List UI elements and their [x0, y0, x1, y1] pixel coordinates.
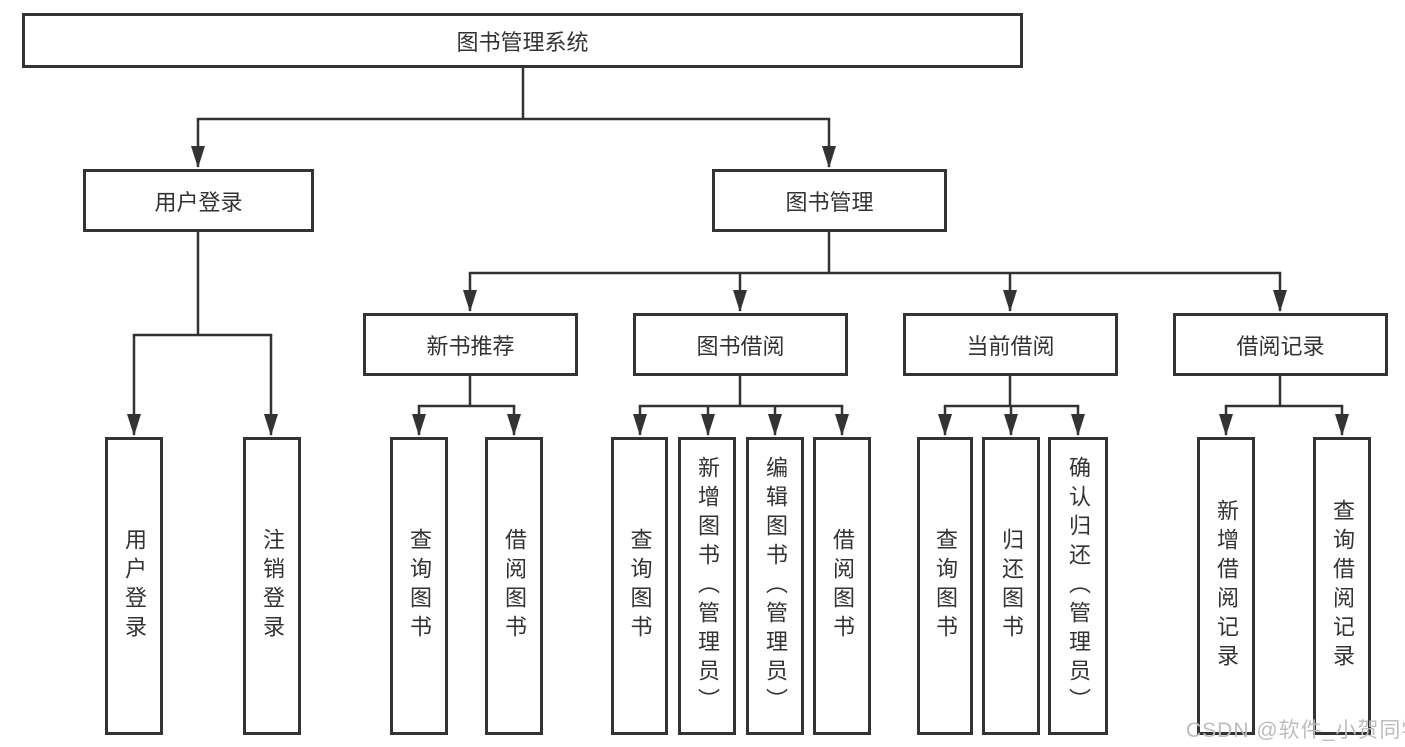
node-new-book-recommend: 新书推荐: [363, 313, 578, 376]
leaf-records-query-record-label: 查询借阅记录: [1330, 499, 1355, 673]
leaf-records-add-record-label: 新增借阅记录: [1214, 499, 1239, 673]
connector-root-to-level2: [191, 68, 836, 168]
leaf-user-login: 用户登录: [105, 437, 163, 735]
leaf-newbook-borrow-books: 借阅图书: [485, 437, 543, 735]
leaf-borrow-edit-books-admin-label: 编辑图书（管理员）: [763, 455, 788, 717]
node-book-management-label: 图书管理: [785, 189, 874, 215]
leaf-borrow-query-books: 查询图书: [611, 437, 668, 735]
leaf-records-add-record: 新增借阅记录: [1197, 437, 1255, 735]
node-borrow-records-label: 借阅记录: [1236, 333, 1325, 359]
node-user-login-label: 用户登录: [154, 189, 243, 215]
connector-userlogin-to-leaves: [127, 232, 278, 436]
node-user-login: 用户登录: [83, 169, 314, 232]
connector-newbook-to-leaves: [412, 376, 521, 436]
node-current-borrow-label: 当前借阅: [966, 333, 1055, 359]
leaf-borrow-borrow-books: 借阅图书: [813, 437, 871, 735]
leaf-borrow-edit-books-admin: 编辑图书（管理员）: [746, 437, 804, 735]
connector-bookmgmt-to-level3: [463, 232, 1287, 312]
node-root-system: 图书管理系统: [22, 13, 1023, 68]
node-book-borrow: 图书借阅: [633, 313, 848, 376]
connector-borrow-to-leaves: [633, 376, 849, 436]
node-book-management: 图书管理: [712, 169, 947, 232]
node-new-book-recommend-label: 新书推荐: [426, 333, 515, 359]
node-current-borrow: 当前借阅: [903, 313, 1118, 376]
leaf-current-confirm-return-admin-label: 确认归还（管理员）: [1066, 455, 1091, 717]
leaf-current-return-books-label: 归还图书: [999, 528, 1024, 644]
node-borrow-records: 借阅记录: [1173, 313, 1388, 376]
node-root-label: 图书管理系统: [456, 29, 589, 55]
leaf-borrow-add-books-admin-label: 新增图书（管理员）: [695, 455, 720, 717]
leaf-borrow-query-books-label: 查询图书: [627, 528, 653, 644]
connector-records-to-leaves: [1219, 376, 1349, 436]
leaf-current-query-books: 查询图书: [917, 437, 973, 735]
leaf-logout: 注销登录: [243, 437, 301, 735]
leaf-records-query-record: 查询借阅记录: [1313, 437, 1371, 735]
leaf-logout-label: 注销登录: [260, 528, 285, 644]
leaf-newbook-query-books: 查询图书: [390, 437, 448, 735]
leaf-borrow-borrow-books-label: 借阅图书: [830, 528, 855, 644]
csdn-watermark: CSDN @软件_小贺同学: [1186, 719, 1405, 742]
leaf-current-return-books: 归还图书: [982, 437, 1040, 735]
leaf-borrow-add-books-admin: 新增图书（管理员）: [678, 437, 736, 735]
leaf-newbook-query-books-label: 查询图书: [407, 528, 432, 644]
leaf-current-confirm-return-admin: 确认归还（管理员）: [1048, 437, 1108, 735]
node-book-borrow-label: 图书借阅: [696, 333, 785, 359]
connector-current-to-leaves: [938, 376, 1085, 436]
leaf-user-login-label: 用户登录: [122, 528, 147, 644]
leaf-newbook-borrow-books-label: 借阅图书: [502, 528, 527, 644]
leaf-current-query-books-label: 查询图书: [933, 528, 958, 644]
